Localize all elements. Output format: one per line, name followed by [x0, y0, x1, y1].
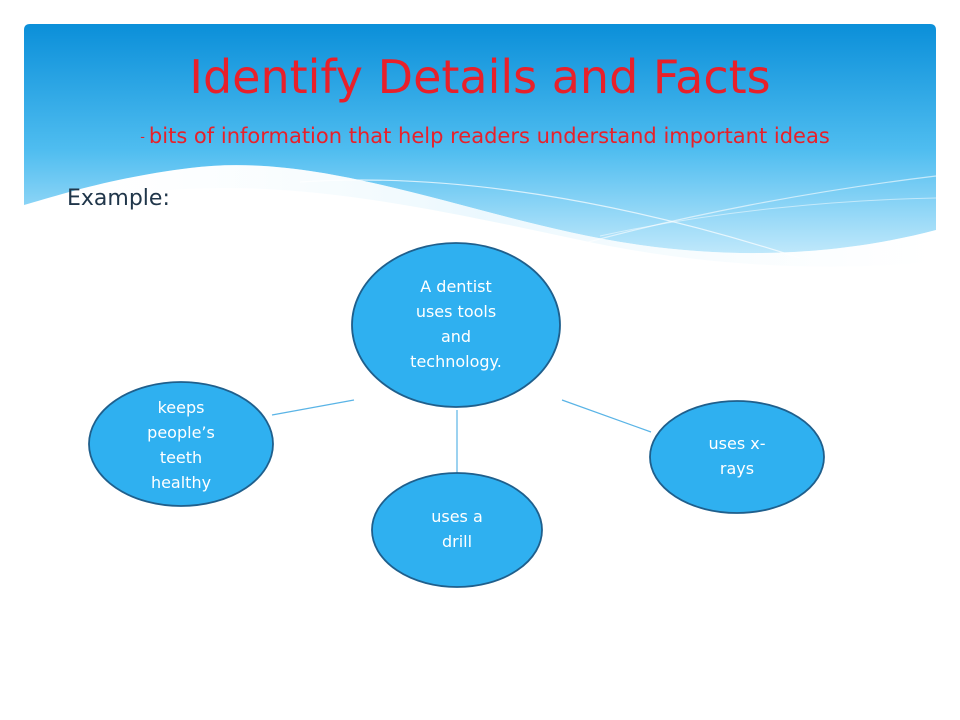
slide-title: Identify Details and Facts	[189, 50, 771, 104]
detail-line: teeth	[159, 448, 203, 467]
detail-line: people’s	[147, 423, 215, 443]
detail-node-left	[88, 381, 274, 507]
center-idea-label: A dentist uses tools and technology.	[376, 262, 536, 388]
detail-node-bottom	[371, 472, 543, 588]
center-idea-node	[351, 242, 561, 408]
center-line: and	[440, 327, 472, 346]
detail-line: keeps	[157, 398, 205, 418]
detail-line: uses a	[431, 507, 483, 527]
detail-line: healthy	[150, 472, 212, 492]
connector-center-left	[271, 399, 355, 416]
detail-line: rays	[719, 459, 755, 478]
detail-line: drill	[441, 532, 473, 551]
connector-center-right	[561, 399, 652, 433]
slide-subtitle: -bits of information that help readers u…	[30, 124, 940, 148]
center-line: A dentist	[420, 277, 492, 297]
subtitle-text: bits of information that help readers un…	[148, 124, 830, 148]
detail-label-left: keeps people’s teeth healthy	[111, 384, 251, 508]
subtitle-bullet: -	[140, 129, 145, 145]
example-label: Example:	[67, 186, 170, 211]
header-wave-banner	[24, 24, 937, 267]
detail-label-right: uses x- rays	[677, 425, 797, 489]
detail-label-bottom: uses a drill	[397, 498, 517, 562]
detail-line: uses x-	[708, 434, 766, 454]
detail-node-right	[649, 400, 825, 514]
center-line: technology.	[410, 351, 502, 371]
center-line: uses tools	[415, 302, 497, 322]
